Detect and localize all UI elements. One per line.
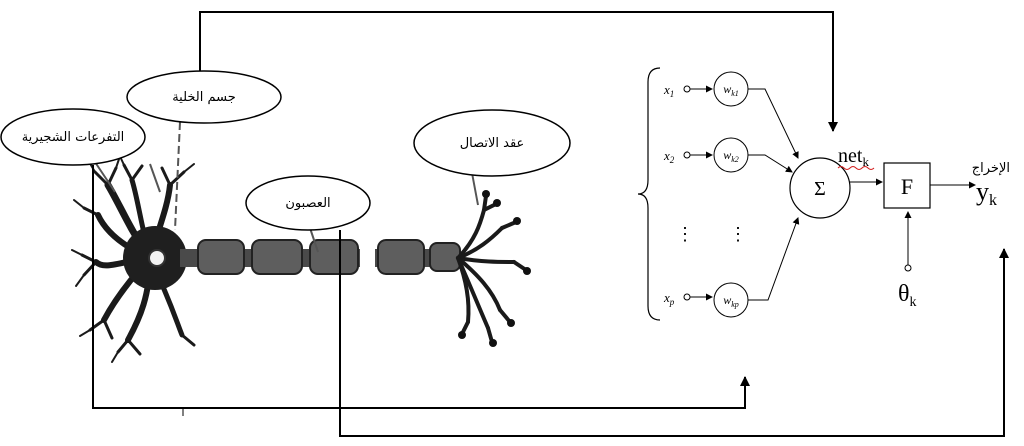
svg-text:xp: xp (663, 290, 675, 307)
svg-text:wkp: wkp (723, 293, 739, 309)
output-label: الإخراج (972, 161, 1010, 176)
output-base: y (976, 177, 989, 206)
cell-body-label: جسم الخلية (172, 90, 236, 105)
summation-symbol: Σ (814, 178, 826, 200)
input-row-p: xp wkp (663, 282, 749, 318)
nucleus-shape (148, 249, 166, 267)
input-row-2: x2 wk2 (663, 137, 749, 173)
artificial-neuron-model: x1 wk1 x2 wk2 ⋮ ⋮ xp wkp (637, 67, 1010, 321)
activation-function-box (883, 162, 931, 209)
axon-terminals-drawing (456, 194, 528, 344)
output-sub: k (989, 192, 997, 209)
bias-terminal (904, 264, 912, 272)
svg-text:wk2: wk2 (723, 148, 739, 164)
bias-sub: k (910, 295, 917, 310)
net-underline (837, 166, 875, 170)
output-symbol: yk (976, 177, 997, 209)
terminal-buttons (458, 190, 531, 347)
input-2-sub: 2 (670, 155, 675, 165)
summation-node (789, 157, 851, 219)
arrow-axon-to-output (339, 230, 1009, 437)
svg-text:x1: x1 (663, 82, 674, 99)
weight-dots: ⋮ (729, 224, 747, 244)
bias-base: θ (898, 281, 910, 307)
input-2-base: x (663, 148, 670, 163)
net-sub: k (862, 154, 869, 169)
weight-1-base: w (723, 82, 731, 96)
input-1-sub: 1 (670, 89, 675, 99)
activation-symbol: F (901, 174, 913, 199)
input-p-sub: p (669, 297, 675, 307)
input-p-base: x (663, 290, 670, 305)
callout-synapse: عقد الاتصال (413, 109, 571, 206)
net-base: net (838, 145, 863, 167)
svg-text:wk1: wk1 (723, 82, 739, 98)
input-brace (637, 67, 661, 321)
net-label: netk (838, 145, 869, 169)
axon-label: العصبون (285, 196, 330, 211)
axon-drawing (180, 235, 461, 279)
synapse-label: عقد الاتصال (460, 136, 525, 151)
callout-cell-body: جسم الخلية (126, 70, 282, 231)
weight-p-sub: kp (731, 300, 739, 309)
biological-neuron-illustration (71, 151, 531, 363)
input-dots: ⋮ (676, 224, 694, 244)
weight-to-sum-connections (748, 88, 800, 301)
callout-axon: العصبون (245, 175, 371, 253)
callout-dendrites: التفرعات الشجيرية (0, 108, 161, 193)
svg-text:x2: x2 (663, 148, 675, 165)
dendrites-label: التفرعات الشجيرية (22, 130, 125, 145)
arrow-cell-body-to-sum (199, 11, 838, 132)
weight-2-sub: k2 (731, 155, 739, 164)
weight-2-base: w (723, 148, 731, 162)
input-row-1: x1 wk1 (663, 71, 749, 107)
input-1-base: x (663, 82, 670, 97)
weight-p-base: w (723, 293, 731, 307)
arrow-dendrites-to-inputs (92, 165, 750, 409)
weight-1-sub: k1 (731, 89, 739, 98)
bias-label: θk (898, 281, 917, 310)
